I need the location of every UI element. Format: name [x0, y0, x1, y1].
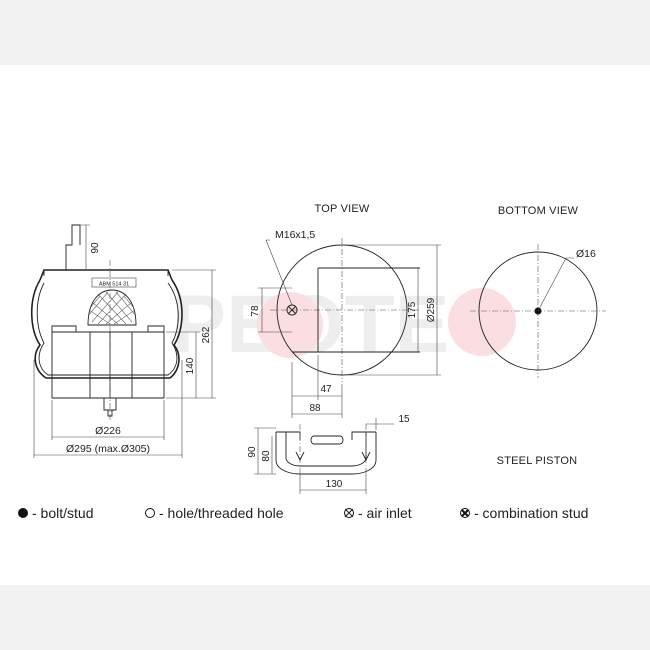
dim-overall-dia: Ø295 (max.Ø305) — [66, 443, 150, 455]
dim-piston-w15: 15 — [398, 414, 410, 425]
watermark-mark — [257, 292, 323, 358]
drawing-sheet: PEOTEC ABM 514 31 — [0, 65, 650, 585]
dim-dia16: Ø16 — [576, 248, 596, 260]
legend-label-combo: - combination stud — [474, 505, 589, 521]
bellow-outline — [30, 279, 183, 379]
watermark: PEOTEC — [171, 279, 516, 370]
legend-label-bolt: - bolt/stud — [32, 505, 94, 521]
dim-h175: 175 — [407, 301, 418, 318]
combination-stud-icon — [460, 508, 470, 518]
legend-item-inlet: - air inlet — [344, 505, 412, 521]
dim-dia259: Ø259 — [426, 297, 437, 322]
label-plate — [91, 277, 137, 288]
legend-item-hole: - hole/threaded hole — [145, 505, 284, 521]
dim-piston-w130: 130 — [326, 479, 343, 490]
bottom-view: BOTTOM VIEW Ø16 — [470, 205, 606, 378]
legend-item-combo: - combination stud — [460, 505, 588, 521]
dim-piston-h90: 90 — [247, 446, 258, 458]
piston-body — [51, 331, 165, 399]
piston-section: STEEL PISTON 90 80 15 130 — [247, 414, 577, 494]
thread-label: M16x1,5 — [275, 229, 315, 241]
dim-top-stud: 90 — [90, 242, 101, 254]
watermark-text: PEOTEC — [171, 279, 508, 370]
bumper — [87, 289, 137, 326]
dim-piston-h80: 80 — [261, 450, 272, 462]
hole-icon — [145, 508, 155, 518]
dim-w47: 47 — [320, 384, 332, 395]
air-inlet-icon — [344, 508, 354, 518]
legend-label-hole: - hole/threaded hole — [159, 505, 284, 521]
watermark-mark-2 — [448, 288, 516, 356]
piston-title: STEEL PISTON — [497, 455, 578, 467]
dim-h78: 78 — [250, 305, 261, 317]
top-plate — [39, 269, 173, 281]
top-stud — [65, 224, 81, 270]
dim-height-140: 140 — [185, 357, 196, 374]
label-plate-text: ABM 514 31 — [99, 282, 129, 288]
legend-label-inlet: - air inlet — [358, 505, 412, 521]
top-view: TOP VIEW M16x1,5 78 175 Ø259 — [250, 203, 441, 418]
side-view: ABM 514 31 90 262 — [30, 224, 216, 458]
legend-item-bolt: - bolt/stud — [18, 505, 93, 521]
dim-piston-dia: Ø226 — [95, 425, 121, 437]
dim-height-262: 262 — [201, 326, 212, 343]
bolt-icon — [18, 508, 28, 518]
bottom-view-title: BOTTOM VIEW — [498, 205, 579, 217]
technical-drawing: PEOTEC ABM 514 31 — [30, 203, 606, 494]
legend: - bolt/stud - hole/threaded hole - air i… — [0, 505, 650, 529]
dim-w88: 88 — [309, 403, 321, 414]
top-view-title: TOP VIEW — [315, 203, 370, 215]
